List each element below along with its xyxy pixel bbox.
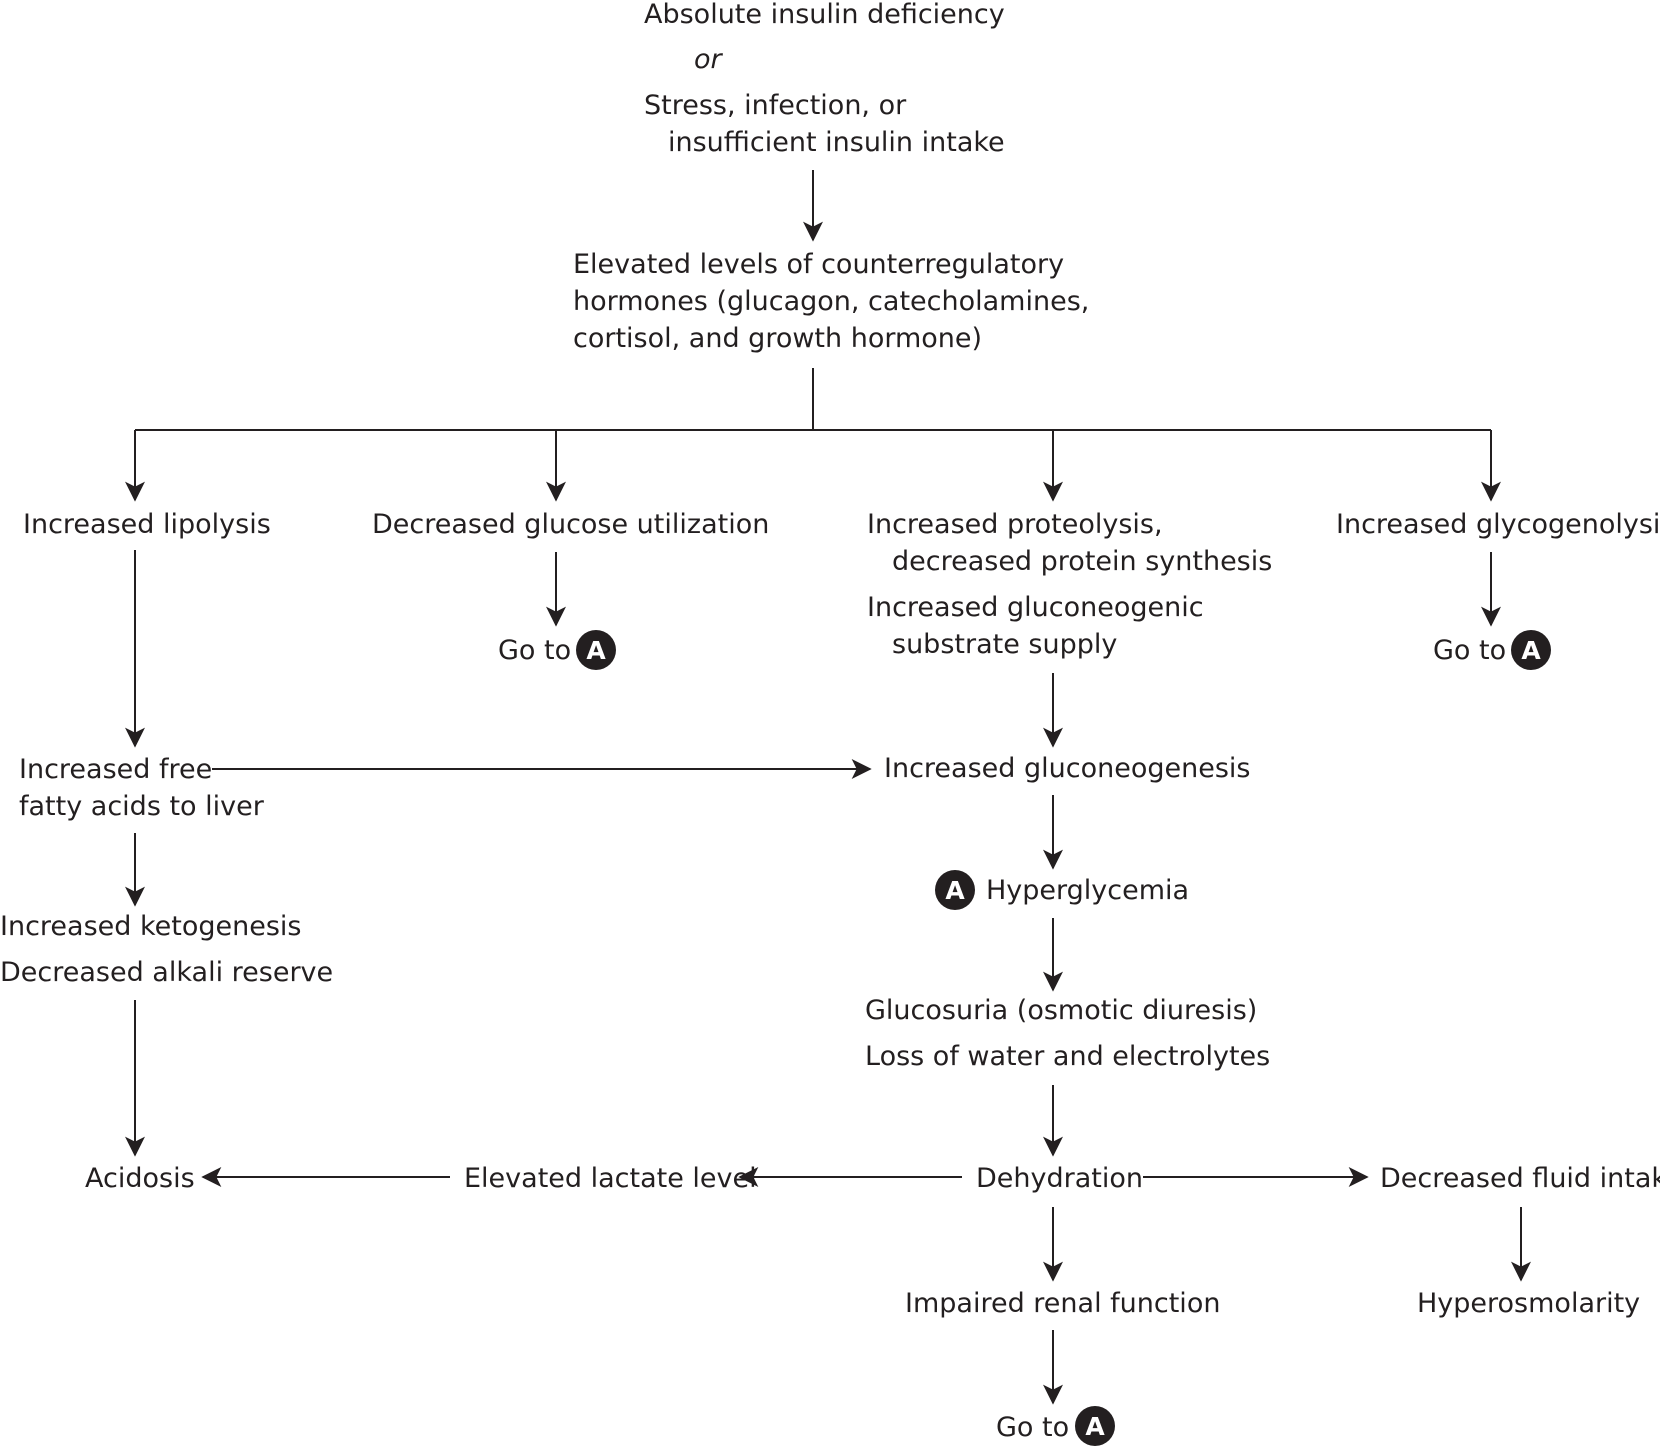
goto-label-glycogen: Go to: [1433, 635, 1507, 666]
marker-a-glucose-icon: A: [576, 630, 616, 670]
hormones-line-3: cortisol, and growth hormone): [573, 323, 983, 354]
fluid-intake-node: Decreased fluid intake: [1380, 1163, 1660, 1194]
hormones-line-2: hormones (glucagon, catecholamines,: [573, 286, 1090, 317]
ffa-line-1: Increased free: [19, 754, 213, 785]
marker-a-hyperglycemia-icon: A: [935, 870, 975, 910]
renal-function-node: Impaired renal function: [905, 1288, 1221, 1319]
goto-label-renal: Go to: [996, 1412, 1070, 1443]
substrate-line-2: substrate supply: [892, 629, 1118, 660]
marker-a-glycogen-icon: A: [1511, 630, 1551, 670]
ketogenesis-node: Increased ketogenesis: [0, 911, 302, 942]
alkali-reserve-node: Decreased alkali reserve: [0, 957, 334, 988]
glucose-utilization-node: Decreased glucose utilization: [372, 509, 770, 540]
dehydration-node: Dehydration: [976, 1163, 1143, 1194]
trigger-line-3: insufficient insulin intake: [668, 127, 1005, 158]
trigger-line-1: Absolute insulin deficiency: [644, 0, 1005, 30]
acidosis-node: Acidosis: [85, 1163, 195, 1194]
goto-label-glucose: Go to: [498, 635, 572, 666]
glucosuria-node: Glucosuria (osmotic diuresis): [865, 995, 1258, 1026]
lipolysis-node: Increased lipolysis: [23, 509, 271, 540]
trigger-line-2: Stress, infection, or: [644, 90, 907, 121]
hormones-line-1: Elevated levels of counterregulatory: [573, 249, 1065, 280]
water-loss-node: Loss of water and electrolytes: [865, 1041, 1271, 1072]
hyperosmolarity-node: Hyperosmolarity: [1417, 1288, 1641, 1319]
gluconeogenesis-node: Increased gluconeogenesis: [884, 753, 1251, 784]
proteolysis-line-1: Increased proteolysis,: [867, 509, 1163, 540]
substrate-line-1: Increased gluconeogenic: [867, 592, 1204, 623]
glycogenolysis-node: Increased glycogenolysis: [1336, 509, 1660, 540]
marker-a-renal-icon: A: [1075, 1406, 1115, 1446]
proteolysis-line-2: decreased protein synthesis: [892, 546, 1273, 577]
hyperglycemia-node: Hyperglycemia: [986, 875, 1190, 906]
lactate-node: Elevated lactate level: [464, 1163, 757, 1194]
trigger-or: or: [694, 44, 722, 75]
ffa-line-2: fatty acids to liver: [19, 791, 264, 822]
